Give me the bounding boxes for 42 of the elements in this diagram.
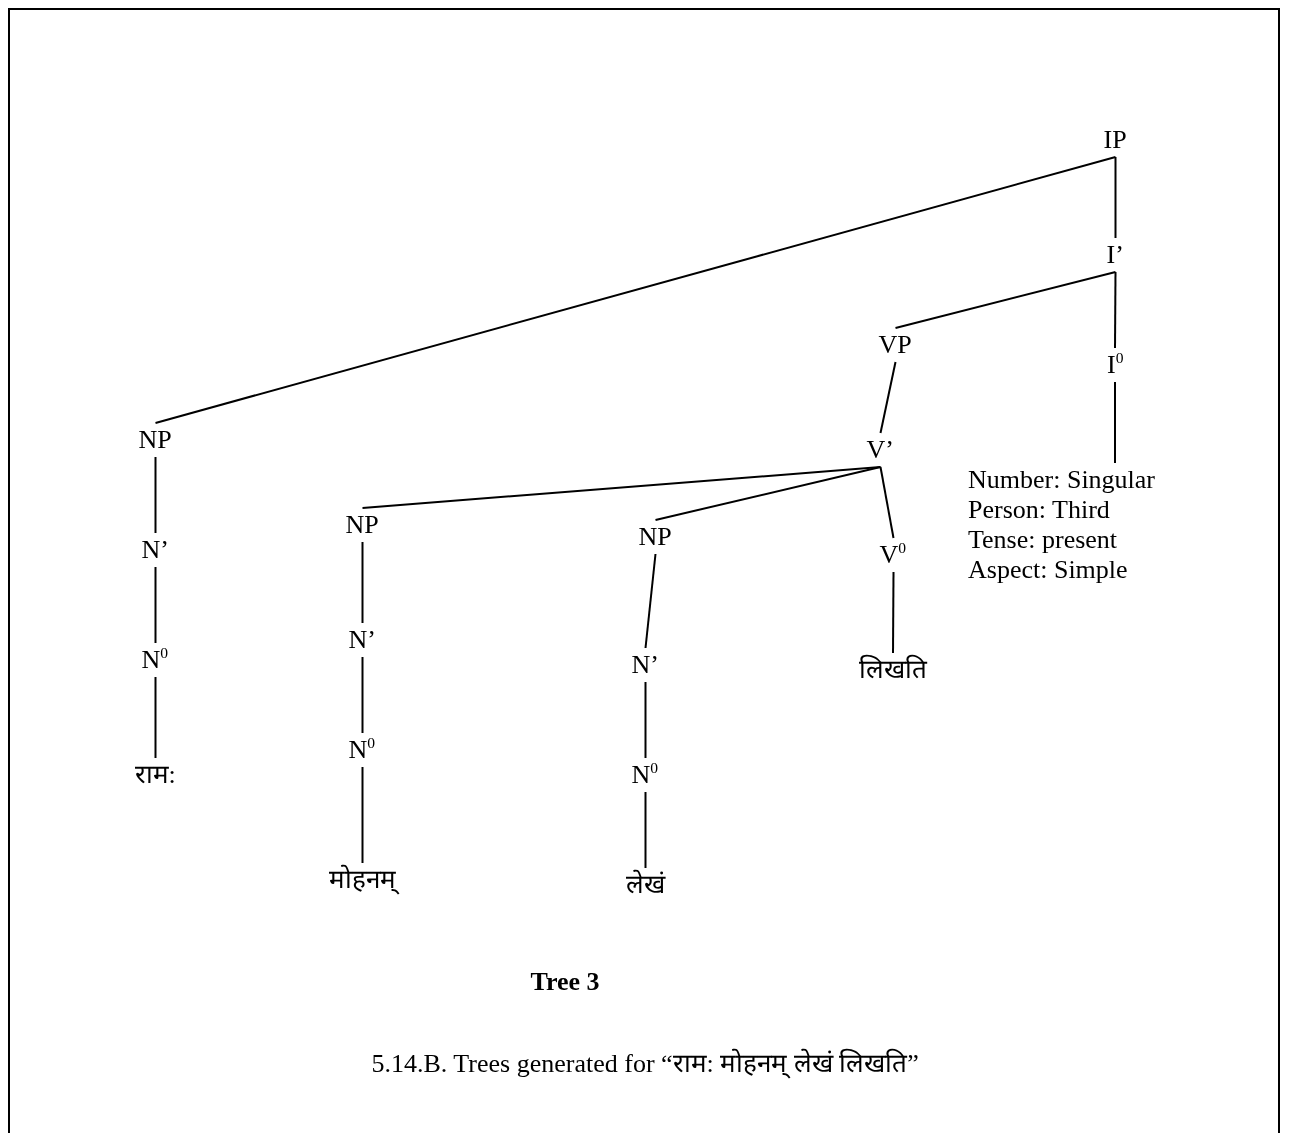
tree-label: I$^{0}$ xyxy=(1107,350,1124,380)
tree-label: लेखं xyxy=(625,870,665,900)
tree-branch xyxy=(644,553,657,649)
tree-branch xyxy=(361,656,364,734)
tree-label: NP xyxy=(638,522,672,552)
tree-label: NP xyxy=(345,510,379,540)
tree-label: N’ xyxy=(141,535,169,565)
tree-branch xyxy=(361,541,364,624)
caption: 5.14.B. Trees generated for “राम: मोहनम् लेखं लिखति” xyxy=(371,1049,919,1079)
tree-label: N’ xyxy=(631,650,659,680)
tree-branch xyxy=(154,156,1117,424)
tree-label: IP xyxy=(1103,125,1127,155)
tree-branch xyxy=(644,681,647,759)
tree-label: I’ xyxy=(1106,240,1124,270)
tree-label: VP xyxy=(878,330,912,360)
tree-branch xyxy=(154,566,157,644)
tree-branch xyxy=(879,466,895,539)
feature-text: Person: Third xyxy=(968,495,1111,525)
tree-branch xyxy=(879,361,897,434)
tree-branch xyxy=(644,791,647,869)
tree-branch xyxy=(154,456,157,534)
feature-text: Tense: present xyxy=(968,525,1119,555)
tree-label: N$^{0}$ xyxy=(348,735,376,765)
tree-branch xyxy=(154,676,157,759)
tree-label: V$^{0}$ xyxy=(879,540,907,570)
tree-label: NP xyxy=(138,425,172,455)
tree-label: N$^{0}$ xyxy=(631,760,659,790)
tree-branch xyxy=(1114,381,1116,464)
tree-branch xyxy=(654,466,882,521)
feature-text: Aspect: Simple xyxy=(968,555,1129,585)
tree-branch xyxy=(892,571,895,654)
tree-label: राम: xyxy=(134,760,176,790)
tree-branch xyxy=(1114,156,1117,239)
feature-text: Number: Singular xyxy=(968,465,1156,495)
tree-branch xyxy=(1114,271,1117,349)
tree-branch xyxy=(894,271,1117,329)
tree-branch xyxy=(361,766,364,864)
tree-label: लिखति xyxy=(859,655,927,685)
tree-label: N’ xyxy=(348,625,376,655)
tree-label: V’ xyxy=(866,435,894,465)
tree-label: N$^{0}$ xyxy=(141,645,169,675)
tree-title: Tree 3 xyxy=(530,967,600,997)
